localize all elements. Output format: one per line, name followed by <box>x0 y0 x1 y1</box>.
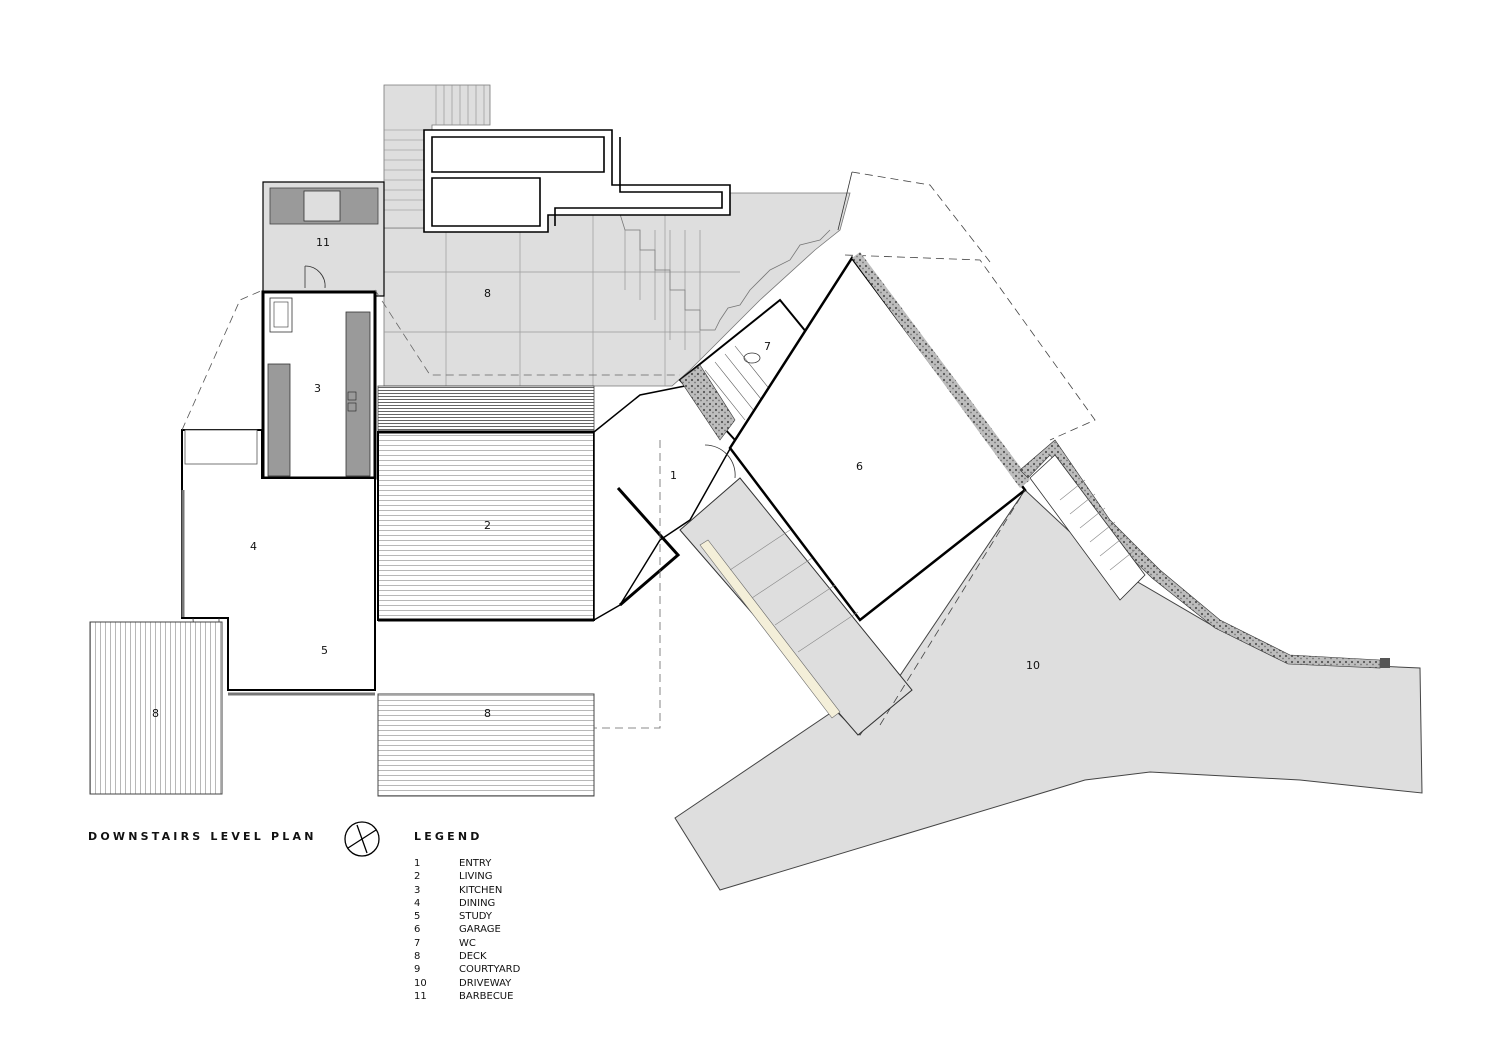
legend-item-label: DECK <box>459 951 487 963</box>
legend-item: 6 GARAGE <box>414 923 520 936</box>
legend-item-number: 10 <box>414 977 427 989</box>
room-label-kitchen: 3 <box>314 382 321 395</box>
room-label-garage: 6 <box>856 460 863 473</box>
retaining-wall <box>1019 439 1390 669</box>
legend-item-number: 7 <box>414 937 421 949</box>
roof-outline <box>374 289 680 376</box>
legend-item-number: 5 <box>414 911 421 923</box>
room-label-deck-south: 8 <box>484 707 491 720</box>
room-label-deck-west: 8 <box>152 707 159 720</box>
dining-study-rooms <box>181 289 376 696</box>
legend-item: 11 BARBECUE <box>414 990 520 1003</box>
north-arrow-icon <box>344 821 380 857</box>
legend-item-label: DRIVEWAY <box>459 977 512 989</box>
deck-south <box>377 693 595 797</box>
legend-item: 8 DECK <box>414 950 520 963</box>
legend-item-label: LIVING <box>459 871 493 883</box>
legend-item: 5 STUDY <box>414 910 520 923</box>
legend-item-label: GARAGE <box>459 924 501 936</box>
legend-item-number: 1 <box>414 858 421 869</box>
room-label-driveway: 10 <box>1026 659 1040 672</box>
legend-item-label: COURTYARD <box>459 964 521 976</box>
legend-item: 2 LIVING <box>414 870 520 883</box>
legend-item: 4 DINING <box>414 897 520 910</box>
legend-item-number: 8 <box>414 951 421 963</box>
legend-item-number: 6 <box>414 924 421 936</box>
legend-item-number: 9 <box>414 964 421 976</box>
legend-item-number: 4 <box>414 897 421 909</box>
legend-title: LEGEND <box>414 830 483 843</box>
kitchen-room <box>261 290 377 480</box>
garage-room <box>728 171 1096 622</box>
plan-title: DOWNSTAIRS LEVEL PLAN <box>88 830 317 843</box>
legend-item-label: WC <box>459 937 476 949</box>
legend-list: 1 ENTRY 2 LIVING 3 KITCHEN 4 DINING 5 STUDY 6… <box>414 857 520 1003</box>
legend-item: 1 ENTRY <box>414 857 520 870</box>
living-room <box>377 385 595 622</box>
legend-item: 9 COURTYARD <box>414 963 520 976</box>
room-label-wc: 7 <box>764 340 771 353</box>
room-label-living: 2 <box>484 519 491 532</box>
legend-item-number: 3 <box>414 884 421 896</box>
room-label-barbecue: 11 <box>316 236 330 249</box>
garage-ramp <box>679 477 1026 736</box>
legend-item: 3 KITCHEN <box>414 884 520 897</box>
legend-item-label: BARBECUE <box>459 990 514 1002</box>
legend-item-label: ENTRY <box>459 858 492 869</box>
legend-item: 7 WC <box>414 937 520 950</box>
entry-room <box>593 384 736 729</box>
legend-item-label: STUDY <box>459 911 493 923</box>
barbecue-area <box>262 181 385 297</box>
deck-west <box>89 621 223 795</box>
legend-item-label: KITCHEN <box>459 884 503 896</box>
legend-item: 10 DRIVEWAY <box>414 977 520 990</box>
legend-item-number: 11 <box>414 990 427 1002</box>
room-label-study: 5 <box>321 644 328 657</box>
room-label-dining: 4 <box>250 540 257 553</box>
planter-walls <box>423 129 731 233</box>
legend-item-label: DINING <box>459 897 496 909</box>
legend-item-number: 2 <box>414 871 421 883</box>
room-label-deck-north: 8 <box>484 287 491 300</box>
room-label-entry: 1 <box>670 469 677 482</box>
